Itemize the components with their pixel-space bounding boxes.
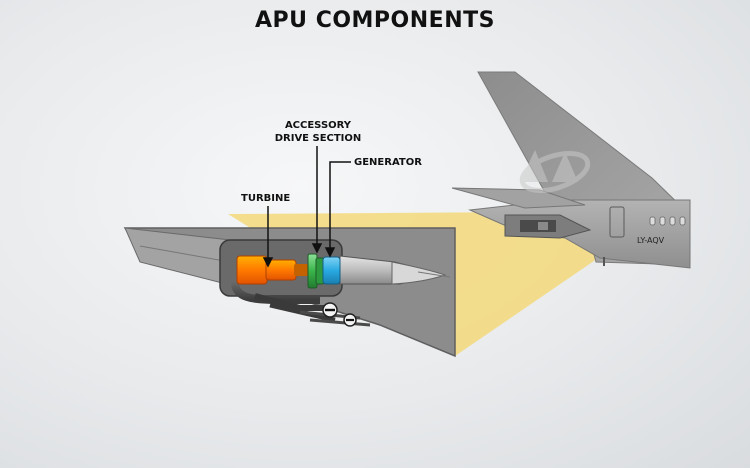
aircraft-registration: LY-AQV xyxy=(637,236,665,245)
turbine-label: TURBINE xyxy=(241,193,291,204)
tailcone-cutaway xyxy=(123,227,456,358)
accessory-drive-component xyxy=(307,253,325,289)
minus-circle-icon xyxy=(343,313,357,327)
accessory-drive-label: ACCESSORY DRIVE SECTION xyxy=(266,119,370,145)
generator-component xyxy=(322,256,341,285)
turbine-component xyxy=(236,255,308,285)
callout-arrows xyxy=(262,146,351,268)
generator-label: GENERATOR xyxy=(354,157,422,168)
accessory-label-line2: DRIVE SECTION xyxy=(274,133,362,144)
aircraft-tail xyxy=(451,71,691,269)
minus-circle-icon xyxy=(322,302,338,318)
page-title: APU COMPONENTS xyxy=(255,8,495,33)
airline-logo-icon xyxy=(519,150,591,193)
accessory-label-line1: ACCESSORY xyxy=(284,120,352,131)
